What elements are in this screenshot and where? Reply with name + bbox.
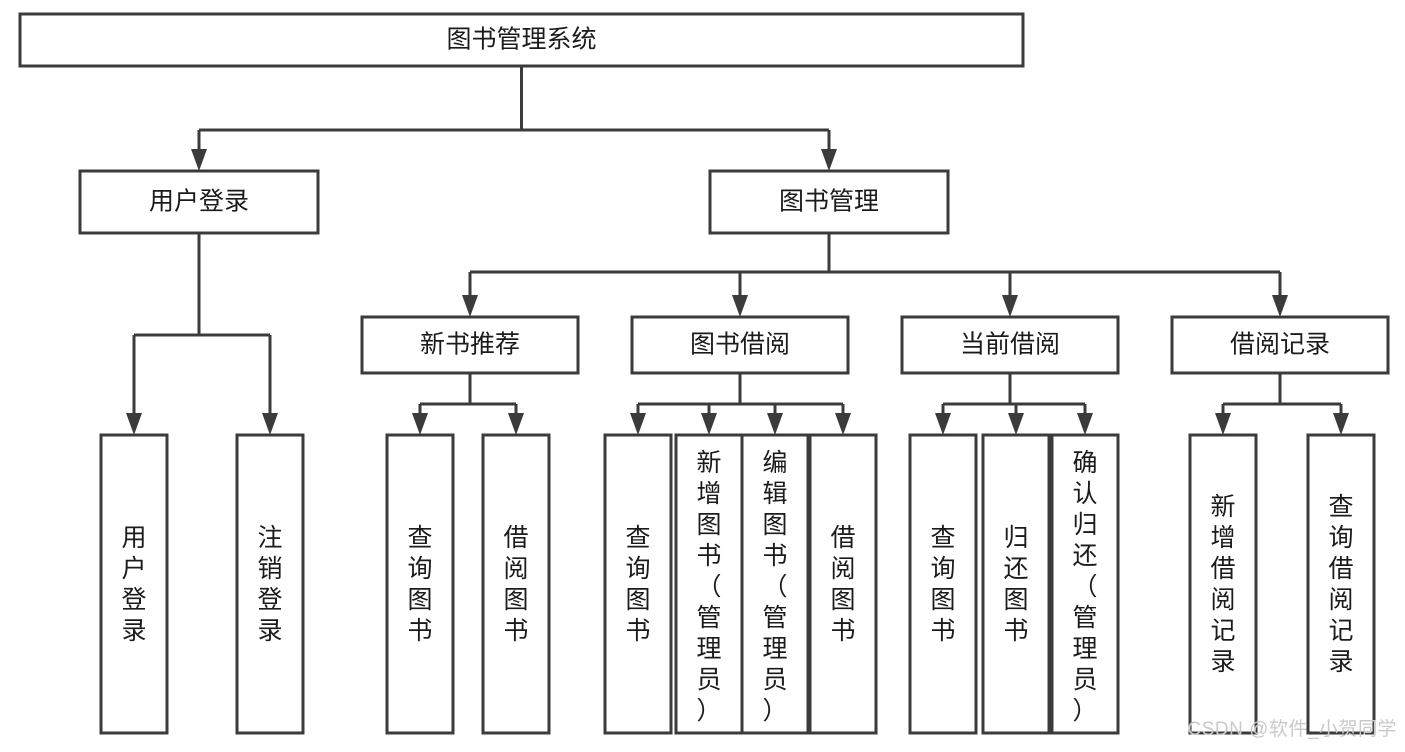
arrow-head-icon bbox=[935, 413, 951, 435]
node-box-book-borrow[interactable] bbox=[630, 315, 850, 375]
node-new-book-rec[interactable]: 新书推荐 bbox=[360, 315, 580, 375]
node-leaf-query-book-cur[interactable]: 查询图书 bbox=[908, 433, 978, 735]
node-current-borrow[interactable]: 当前借阅 bbox=[900, 315, 1120, 375]
node-leaf-query-book[interactable]: 查询图书 bbox=[603, 433, 673, 735]
arrow-head-icon bbox=[1215, 413, 1231, 435]
node-box-root[interactable] bbox=[18, 12, 1025, 68]
node-box-leaf-return-book[interactable] bbox=[981, 433, 1051, 735]
edge-group-book-manage bbox=[462, 233, 1288, 317]
node-label-root: 图书管理系统 bbox=[446, 26, 596, 54]
node-leaf-add-record[interactable]: 新增借阅记录 bbox=[1188, 433, 1258, 735]
edge-group-book-borrow bbox=[630, 373, 851, 435]
arrow-head-icon bbox=[1008, 413, 1024, 435]
node-book-borrow[interactable]: 图书借阅 bbox=[630, 315, 850, 375]
node-leaf-query-record[interactable]: 查询借阅记录 bbox=[1306, 433, 1376, 735]
node-leaf-user-login[interactable]: 用户登录 bbox=[99, 433, 169, 735]
node-label-leaf-user-login: 用户登录 bbox=[121, 524, 146, 645]
node-layer: 图书管理系统用户登录图书管理新书推荐图书借阅当前借阅借阅记录用户登录注销登录查询… bbox=[18, 12, 1390, 735]
node-label-leaf-borrow-book-rec: 借阅图书 bbox=[503, 524, 528, 645]
node-leaf-borrow-book-rec[interactable]: 借阅图书 bbox=[481, 433, 551, 735]
arrow-head-icon bbox=[412, 413, 428, 435]
edge-group-new-book-rec bbox=[412, 373, 524, 435]
node-box-current-borrow[interactable] bbox=[900, 315, 1120, 375]
node-box-leaf-query-book-cur[interactable] bbox=[908, 433, 978, 735]
node-box-leaf-confirm-return[interactable] bbox=[1050, 433, 1120, 735]
arrow-head-icon bbox=[462, 295, 478, 317]
node-label-leaf-query-record: 查询借阅记录 bbox=[1328, 493, 1353, 676]
node-label-leaf-return-book: 归还图书 bbox=[1003, 524, 1028, 645]
node-label-leaf-edit-book: 编辑图书（管理员） bbox=[762, 449, 787, 725]
arrow-head-icon bbox=[821, 149, 837, 171]
node-leaf-user-logout[interactable]: 注销登录 bbox=[235, 433, 305, 735]
node-box-leaf-user-logout[interactable] bbox=[235, 433, 305, 735]
node-leaf-edit-book[interactable]: 编辑图书（管理员） bbox=[740, 433, 810, 735]
node-label-current-borrow: 当前借阅 bbox=[960, 331, 1060, 359]
arrow-head-icon bbox=[262, 413, 278, 435]
node-box-leaf-edit-book[interactable] bbox=[740, 433, 810, 735]
node-leaf-return-book[interactable]: 归还图书 bbox=[981, 433, 1051, 735]
arrow-head-icon bbox=[835, 413, 851, 435]
arrow-head-icon bbox=[126, 413, 142, 435]
arrow-head-icon bbox=[1077, 413, 1093, 435]
node-box-leaf-query-record[interactable] bbox=[1306, 433, 1376, 735]
node-leaf-confirm-return[interactable]: 确认归还（管理员） bbox=[1050, 433, 1120, 735]
node-label-leaf-add-book: 新增图书（管理员） bbox=[696, 449, 721, 725]
node-box-leaf-user-login[interactable] bbox=[99, 433, 169, 735]
node-label-book-borrow: 图书借阅 bbox=[690, 331, 790, 359]
node-borrow-record[interactable]: 借阅记录 bbox=[1170, 315, 1390, 375]
node-label-leaf-add-record: 新增借阅记录 bbox=[1210, 493, 1235, 676]
node-label-new-book-rec: 新书推荐 bbox=[420, 331, 520, 359]
node-box-leaf-query-book-rec[interactable] bbox=[385, 433, 455, 735]
node-label-borrow-record: 借阅记录 bbox=[1230, 331, 1330, 359]
node-label-leaf-query-book-cur: 查询图书 bbox=[930, 524, 955, 645]
arrow-head-icon bbox=[191, 149, 207, 171]
node-user-login[interactable]: 用户登录 bbox=[78, 169, 320, 235]
arrow-head-icon bbox=[767, 413, 783, 435]
arrow-head-icon bbox=[732, 295, 748, 317]
edge-group-root bbox=[191, 66, 837, 171]
arrow-head-icon bbox=[1272, 295, 1288, 317]
arrow-head-icon bbox=[630, 413, 646, 435]
node-label-leaf-borrow-book: 借阅图书 bbox=[830, 524, 855, 645]
node-book-manage[interactable]: 图书管理 bbox=[708, 169, 950, 235]
node-label-leaf-confirm-return: 确认归还（管理员） bbox=[1072, 449, 1097, 725]
node-box-user-login[interactable] bbox=[78, 169, 320, 235]
edge-group-borrow-record bbox=[1215, 373, 1349, 435]
node-box-new-book-rec[interactable] bbox=[360, 315, 580, 375]
arrow-head-icon bbox=[701, 413, 717, 435]
arrow-head-icon bbox=[508, 413, 524, 435]
node-box-book-manage[interactable] bbox=[708, 169, 950, 235]
watermark-label: CSDN @软件_小贺同学 bbox=[1187, 719, 1397, 740]
node-label-user-login: 用户登录 bbox=[149, 188, 249, 216]
edge-layer bbox=[126, 66, 1349, 435]
node-label-leaf-query-book-rec: 查询图书 bbox=[407, 524, 432, 645]
node-root[interactable]: 图书管理系统 bbox=[18, 12, 1025, 68]
node-label-book-manage: 图书管理 bbox=[779, 188, 879, 216]
node-box-leaf-add-record[interactable] bbox=[1188, 433, 1258, 735]
node-label-leaf-user-logout: 注销登录 bbox=[257, 524, 282, 645]
edge-group-user-login bbox=[126, 233, 278, 435]
node-box-borrow-record[interactable] bbox=[1170, 315, 1390, 375]
node-box-leaf-borrow-book-rec[interactable] bbox=[481, 433, 551, 735]
node-label-leaf-query-book: 查询图书 bbox=[625, 524, 650, 645]
node-leaf-borrow-book[interactable]: 借阅图书 bbox=[808, 433, 878, 735]
arrow-head-icon bbox=[1002, 295, 1018, 317]
node-box-leaf-query-book[interactable] bbox=[603, 433, 673, 735]
node-box-leaf-borrow-book[interactable] bbox=[808, 433, 878, 735]
node-leaf-query-book-rec[interactable]: 查询图书 bbox=[385, 433, 455, 735]
arrow-head-icon bbox=[1333, 413, 1349, 435]
edge-group-current-borrow bbox=[935, 373, 1093, 435]
node-leaf-add-book[interactable]: 新增图书（管理员） bbox=[674, 433, 744, 735]
